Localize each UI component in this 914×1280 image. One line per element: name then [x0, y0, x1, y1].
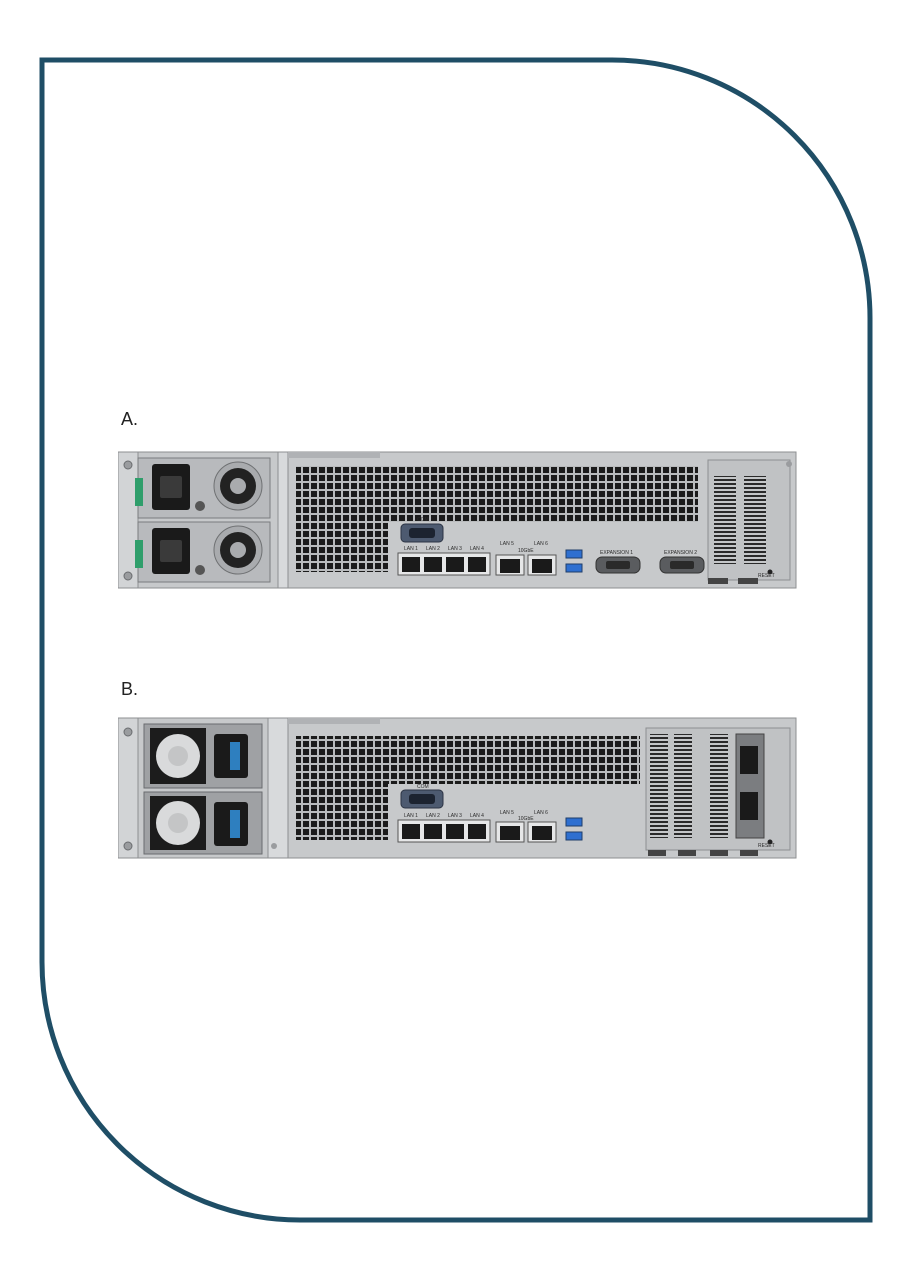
com-label: COM [417, 784, 429, 790]
lan-6-label: LAN 6 [534, 810, 548, 816]
psu-2 [135, 521, 271, 583]
reset-label: RESET [758, 573, 775, 579]
lan-6-label: LAN 6 [534, 541, 548, 547]
lan-2-label: LAN 2 [426, 813, 440, 819]
nas-rear-panel-b: COM LAN 1 LAN 2 LAN 3 LAN 4 LAN 5 LAN 6 … [118, 717, 797, 859]
10gbe-badge: 10GbE [518, 816, 534, 822]
com-label: COM [417, 517, 429, 523]
lan-1-label: LAN 1 [404, 546, 418, 552]
lan-1-label: LAN 1 [404, 813, 418, 819]
pcie-slot-1 [714, 476, 736, 564]
lan-ports-1-4 [397, 819, 491, 843]
expansion-1-label: EXPANSION 1 [600, 550, 633, 556]
lan-3-label: LAN 3 [448, 813, 462, 819]
psu-1 [143, 723, 263, 789]
expansion-ports [595, 556, 705, 574]
expansion-2-label: EXPANSION 2 [664, 550, 697, 556]
lan-ports-5-6 [495, 821, 557, 843]
lan-3-label: LAN 3 [448, 546, 462, 552]
nas-rear-panel-a: COM LAN 1 LAN 2 LAN 3 LAN 4 LAN 5 LAN 6 … [118, 451, 797, 589]
panel-b-label: B. [121, 679, 139, 699]
lan-2-label: LAN 2 [426, 546, 440, 552]
lan-4-label: LAN 4 [470, 546, 484, 552]
psu-2 [143, 791, 263, 855]
lan-5-label: LAN 5 [500, 810, 514, 816]
pcie-slot-2 [744, 476, 766, 564]
usb-ports [565, 549, 583, 573]
pcie-slot-1 [650, 734, 668, 838]
lan-5-label: LAN 5 [500, 541, 514, 547]
lan-ports-5-6 [495, 554, 557, 576]
usb-ports [565, 817, 583, 841]
com-port [400, 789, 444, 809]
reset-label: RESET [758, 843, 775, 849]
sfp-card [735, 733, 765, 839]
lan-4-label: LAN 4 [470, 813, 484, 819]
pcie-slot-2 [674, 734, 692, 838]
lan-ports-1-4 [397, 552, 491, 576]
psu-1 [135, 457, 271, 519]
pcie-slot-3 [710, 734, 728, 838]
panel-a-label: A. [121, 409, 139, 429]
com-port [400, 523, 444, 543]
10gbe-badge: 10GbE [518, 548, 534, 554]
